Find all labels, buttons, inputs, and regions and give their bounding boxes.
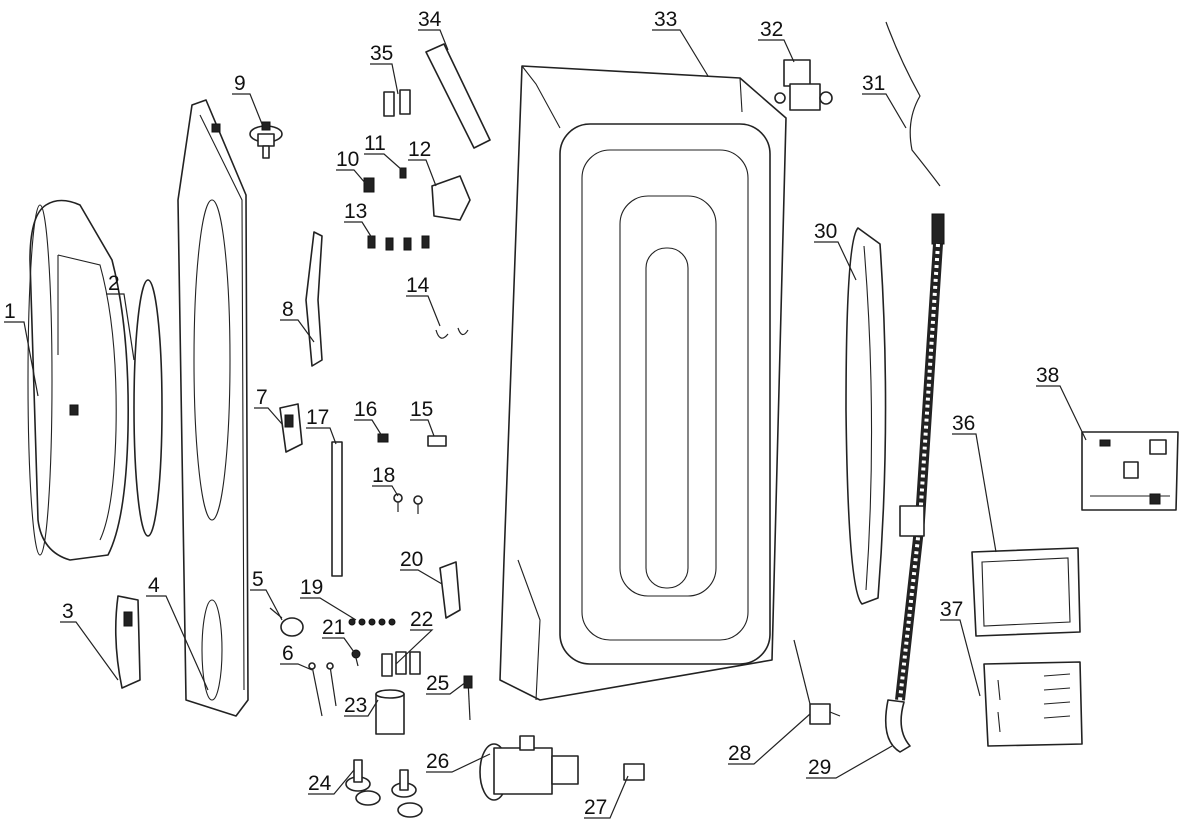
part-5-clamp — [269, 607, 304, 637]
callout-26: 26 — [426, 750, 449, 773]
callout-18: 18 — [372, 464, 395, 487]
callout-27: 27 — [584, 796, 607, 819]
callout-13: 13 — [344, 200, 367, 223]
part-10-clip — [363, 177, 375, 193]
callout-11: 11 — [364, 132, 386, 155]
part-32-inlet-valve — [774, 59, 833, 111]
callout-35: 35 — [370, 42, 393, 65]
part-11-screw — [399, 167, 407, 179]
callout-19: 19 — [300, 576, 323, 599]
part-27-connector — [623, 763, 645, 781]
part-36-control-box — [971, 547, 1081, 637]
part-17-rod — [331, 441, 343, 577]
callout-7: 7 — [256, 386, 268, 409]
callout-17: 17 — [306, 406, 329, 429]
callout-numbers: 1 2 3 4 5 6 7 8 9 10 11 12 13 14 15 16 1… — [4, 8, 1059, 819]
part-33-cabinet — [499, 65, 787, 701]
part-15-connector — [427, 435, 447, 447]
callout-31: 31 — [862, 72, 885, 95]
callout-23: 23 — [344, 694, 367, 717]
callout-5: 5 — [252, 568, 264, 591]
callout-29: 29 — [808, 756, 831, 779]
callout-15: 15 — [410, 398, 433, 421]
callout-37: 37 — [940, 598, 963, 621]
part-13-clips — [367, 235, 430, 251]
part-18-screws — [393, 493, 423, 514]
callout-24: 24 — [308, 772, 332, 795]
callout-32: 32 — [760, 18, 783, 41]
part-3-door-lock — [114, 595, 141, 689]
callout-36: 36 — [952, 412, 975, 435]
part-16-clip — [377, 433, 389, 443]
callout-12: 12 — [408, 138, 431, 161]
part-21-screw — [351, 649, 361, 667]
part-34-rail — [425, 43, 491, 149]
callout-16: 16 — [354, 398, 377, 421]
part-12-cover — [431, 175, 471, 221]
part-37-box-cover — [983, 661, 1083, 747]
part-6-springs — [308, 662, 337, 717]
part-35-clips — [383, 89, 411, 117]
part-25-sensor — [463, 675, 473, 721]
callout-21: 21 — [322, 616, 345, 639]
callout-1: 1 — [4, 300, 16, 323]
part-23-capacitor — [375, 689, 405, 735]
callout-14: 14 — [406, 274, 430, 297]
part-31-wire — [885, 21, 941, 187]
part-22-bolts — [381, 651, 421, 677]
part-38-pcb — [1081, 431, 1179, 511]
part-19-screw-row — [348, 618, 396, 626]
callout-20: 20 — [400, 548, 423, 571]
part-1-door — [27, 199, 129, 561]
callout-2: 2 — [108, 272, 120, 295]
callout-34: 34 — [418, 8, 442, 31]
callout-25: 25 — [426, 672, 449, 695]
callout-28: 28 — [728, 742, 751, 765]
part-14-hooks — [435, 327, 469, 339]
part-20-bracket — [439, 561, 461, 619]
callout-6: 6 — [282, 642, 294, 665]
callout-9: 9 — [234, 72, 246, 95]
callout-10: 10 — [336, 148, 359, 171]
part-2-door-glass — [133, 279, 163, 537]
part-4-front-panel — [177, 99, 249, 717]
part-29-drain-hose — [884, 213, 945, 753]
leader-lines — [4, 29, 1087, 819]
callout-4: 4 — [148, 574, 160, 597]
callout-3: 3 — [62, 600, 74, 623]
callout-33: 33 — [654, 8, 677, 31]
part-7-switch — [279, 403, 303, 453]
callout-22: 22 — [410, 608, 433, 631]
callout-8: 8 — [282, 298, 294, 321]
part-9-pressure-switch — [249, 121, 283, 159]
part-28-power-cord — [793, 639, 841, 725]
callout-30: 30 — [814, 220, 837, 243]
part-24-feet — [345, 759, 423, 818]
part-30-rear-cover — [845, 227, 887, 605]
part-8-bracket — [305, 231, 323, 367]
part-26-drain-pump — [479, 735, 579, 801]
callout-38: 38 — [1036, 364, 1059, 387]
